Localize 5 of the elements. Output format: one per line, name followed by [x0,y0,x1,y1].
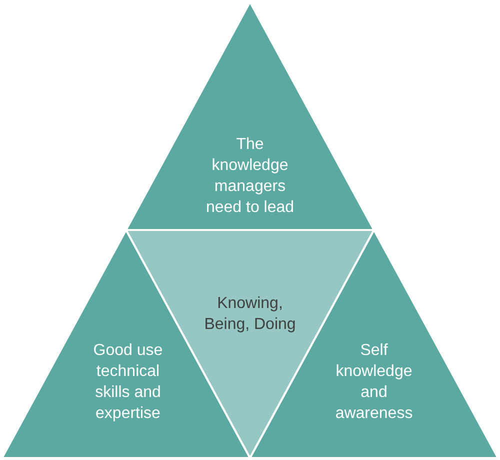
segment-label: Knowing, Being, Doing [203,294,297,335]
triangle-segment [126,2,374,230]
segment-label: Good use technical skills and expertise [92,341,164,424]
segment-label: Self knowledge and awareness [334,341,414,424]
segment-label: The knowledge managers need to lead [204,135,296,218]
